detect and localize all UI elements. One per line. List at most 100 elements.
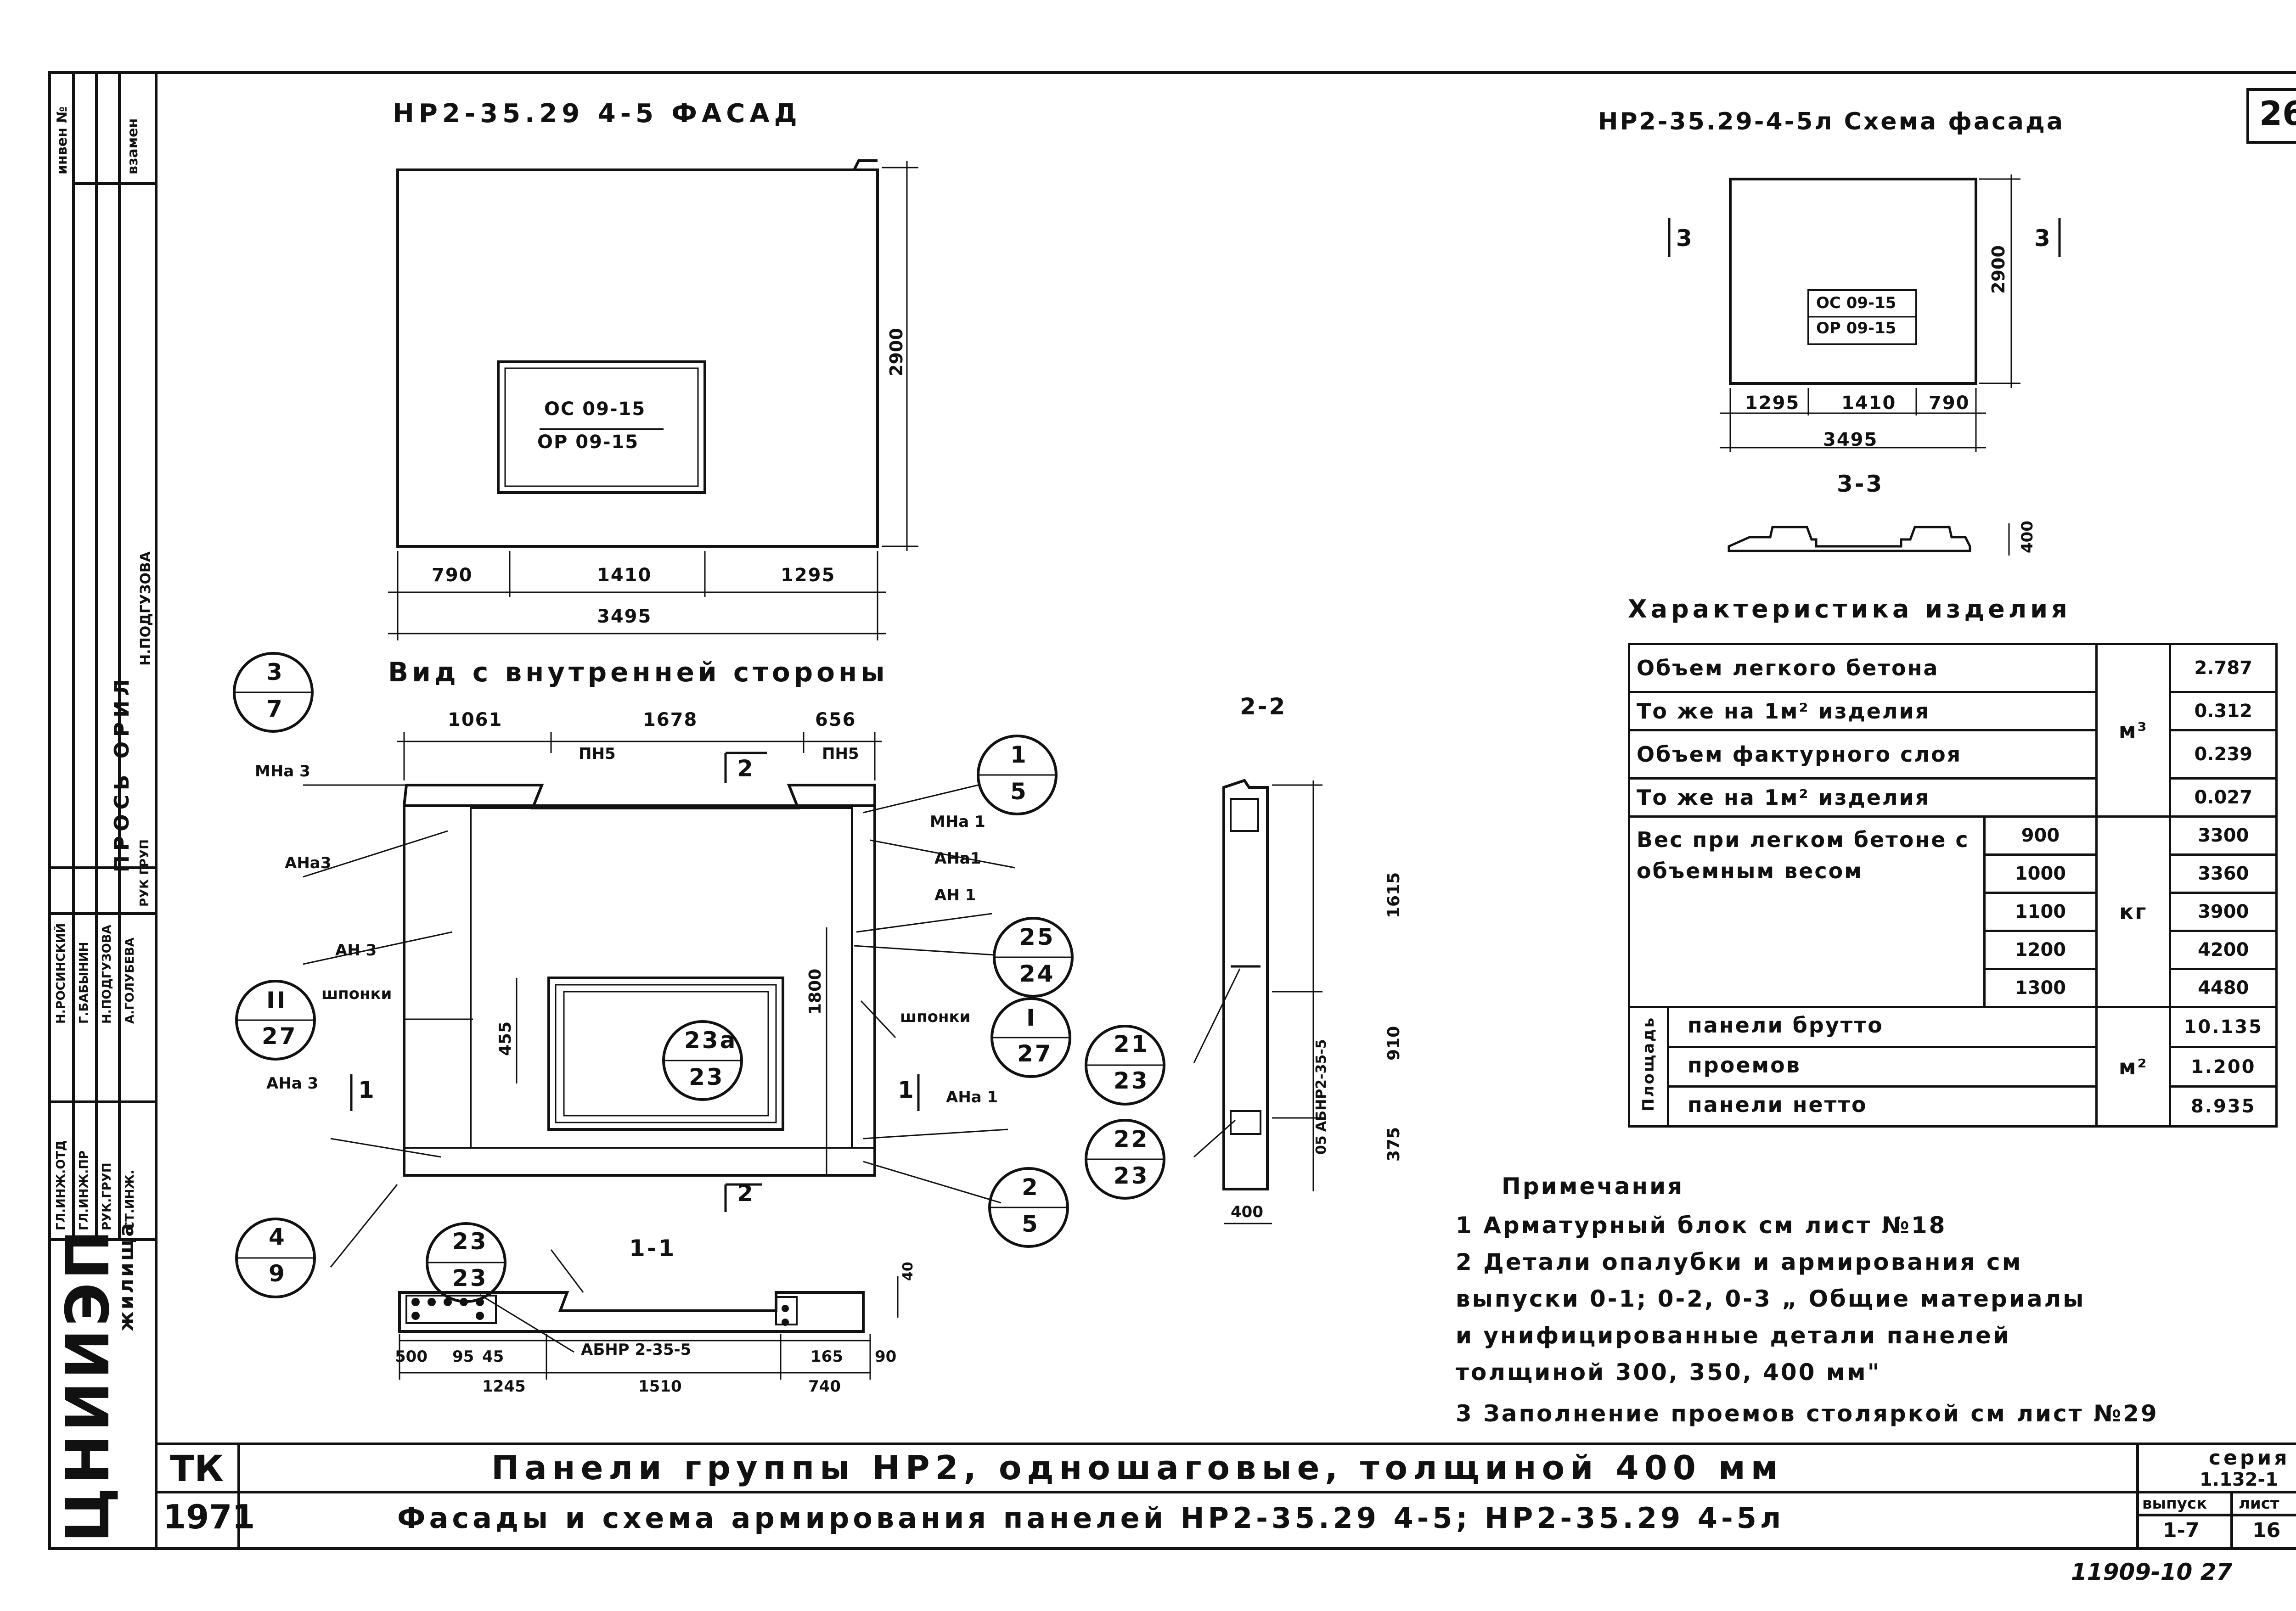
section-2-2-h1: 1615 xyxy=(1384,872,1403,918)
strip-vzamen: взамен xyxy=(125,118,141,174)
callout-25-24-bottom: 24 xyxy=(1019,960,1055,987)
char-area-value: 10.135 xyxy=(2171,1008,2275,1048)
section-2-2-callout-22-bottom: 23 xyxy=(1114,1162,1149,1189)
note-line: толщиной 300, 350, 400 мм" xyxy=(1456,1359,1881,1386)
note-line: 3 Заполнение проемов столяркой см лист №… xyxy=(1456,1400,2159,1427)
callout-II-27-top: II xyxy=(266,987,287,1014)
inner-dim-2: 1678 xyxy=(643,709,698,730)
title-year: 1971 xyxy=(163,1498,255,1536)
section-1-1-title: 1-1 xyxy=(629,1235,676,1262)
sheet-number: 26 xyxy=(2259,94,2296,133)
scheme-dim-1: 1295 xyxy=(1745,393,1800,414)
char-weight: 4200 xyxy=(2169,930,2278,970)
scheme-dim-3: 790 xyxy=(1929,393,1970,414)
section-2-2-h4: 05 xyxy=(1313,1135,1329,1155)
callout-4-9-top: 4 xyxy=(269,1224,287,1250)
sheet-label: лист xyxy=(2239,1494,2279,1513)
char-weight: 4480 xyxy=(2169,968,2278,1008)
inner-cut-2-top: 2 xyxy=(737,755,755,782)
strip-inv: инвен № xyxy=(54,106,70,174)
section-1-1-callout-bottom: 23 xyxy=(452,1265,488,1291)
label-mna1: МНа 1 xyxy=(930,813,985,831)
strip-role: ГЛ.ИНЖ.ОТД xyxy=(54,1140,68,1230)
scheme-cut-left: 3 xyxy=(1676,225,1694,252)
char-row-label: Объем фактурного слоя xyxy=(1628,729,2098,780)
char-row-value: 0.312 xyxy=(2169,691,2278,731)
label-shponki-left: шпонки xyxy=(321,985,392,1003)
section-1-1-dots xyxy=(411,1298,789,1326)
title-line-2: Фасады и схема армирования панелей НР2-3… xyxy=(397,1501,1785,1535)
scheme-height: 2900 xyxy=(1988,245,2009,294)
section-2-2 xyxy=(1085,779,1322,1224)
org-tail: жилища xyxy=(115,1221,138,1331)
sheet-value: 16 xyxy=(2252,1519,2281,1542)
char-weight: 3360 xyxy=(2169,853,2278,894)
strip-name: А.ГОЛУБЕВА xyxy=(123,937,137,1024)
section-1-1-height: 40 xyxy=(900,1262,916,1281)
char-area-unit: м² xyxy=(2095,1006,2172,1128)
strip-name: Н.РОСИНСКИЙ xyxy=(54,923,68,1024)
char-density: 1200 xyxy=(1983,930,2098,970)
title-line-1: Панели группы НР2, одношаговые, толщиной… xyxy=(491,1448,1784,1487)
inner-pn-left: ПН5 xyxy=(579,745,616,763)
section-2-2-callout-21-bottom: 23 xyxy=(1114,1067,1149,1094)
label-ana3: АНа3 xyxy=(285,854,332,872)
notes-title: Примечания xyxy=(1502,1173,1684,1200)
sheet-number-box xyxy=(2246,88,2296,144)
section-2-2-callout-22-top: 22 xyxy=(1114,1126,1149,1152)
facade-dim-2: 1410 xyxy=(597,565,652,586)
inner-h1: 455 xyxy=(496,1021,515,1056)
inner-cut-2-bottom: 2 xyxy=(737,1180,755,1207)
strip-ruk-grup: РУК ГРУП xyxy=(138,839,152,907)
facade-total: 3495 xyxy=(597,606,652,627)
inner-dim-1: 1061 xyxy=(448,709,503,730)
section-1-1-dim-1510: 1510 xyxy=(638,1377,682,1396)
facade-title: НР2-35.29 4-5 ФАСАД xyxy=(393,99,802,129)
callout-4-9-bottom: 9 xyxy=(269,1260,287,1287)
inner-pn-right: ПН5 xyxy=(822,745,859,763)
scheme-total: 3495 xyxy=(1823,429,1878,450)
char-row-value: 2.787 xyxy=(2169,643,2278,693)
scheme-dim-2: 1410 xyxy=(1841,393,1896,414)
label-ana3-bottom: АНа 3 xyxy=(266,1074,319,1093)
char-density: 900 xyxy=(1983,815,2098,856)
strip-prosch: ПРОСЬ ОРИЛ xyxy=(110,674,134,872)
facade-height: 2900 xyxy=(886,328,906,376)
title-tk: ТК xyxy=(170,1448,224,1490)
issue-value: 1-7 xyxy=(2163,1519,2200,1542)
callout-1-5-top: 1 xyxy=(1010,741,1028,768)
callout-23a-23-top: 23а xyxy=(684,1027,737,1054)
series-value: 1.132-1 xyxy=(2200,1469,2278,1490)
label-ana1: АНа1 xyxy=(934,849,981,868)
char-density: 1300 xyxy=(1983,968,2098,1008)
callout-3-7-bottom: 7 xyxy=(266,696,284,722)
char-row-value: 0.239 xyxy=(2169,729,2278,780)
strip-role: ГЛ.ИНЖ.ПР xyxy=(77,1150,91,1230)
section-1-1-dim-740: 740 xyxy=(808,1377,841,1396)
strip-role: РУК.ГРУП xyxy=(100,1162,114,1230)
inner-dim-3: 656 xyxy=(815,709,856,730)
note-line: 1 Арматурный блок см лист №18 xyxy=(1456,1212,1947,1239)
char-area-row: панели нетто xyxy=(1688,1092,1868,1117)
scheme-title: НР2-35.29-4-5л Схема фасада xyxy=(1598,108,2065,135)
char-row-label: То же на 1м² изделия xyxy=(1628,777,2098,818)
char-area-label: Площадь xyxy=(1639,1016,1658,1111)
facade-dim-1: 790 xyxy=(432,565,473,586)
issue-label: выпуск xyxy=(2142,1494,2207,1513)
facade-window-bottom: ОР 09-15 xyxy=(537,432,639,453)
series-label: серия xyxy=(2209,1446,2290,1470)
char-row-value: 0.027 xyxy=(2169,777,2278,818)
section-1-1-dim-90: 90 xyxy=(875,1347,897,1366)
callout-I-27-bottom: 27 xyxy=(1017,1040,1053,1067)
scheme-panel xyxy=(1668,174,2061,556)
char-weight: 3300 xyxy=(2169,815,2278,856)
strip-podguz: Н.ПОДГУЗОВА xyxy=(138,551,154,666)
label-ana1-bottom: АНа 1 xyxy=(946,1088,998,1106)
scheme-cut-right: 3 xyxy=(2034,225,2052,252)
scheme-section-height: 400 xyxy=(2018,521,2037,553)
section-1-1-block: АБНР 2-35-5 xyxy=(581,1341,692,1359)
callout-2-5-bottom: 5 xyxy=(1022,1211,1040,1237)
char-row-label: Объем легкого бетона xyxy=(1628,643,2098,693)
section-2-2-block: АБНР2-35-5 xyxy=(1313,1039,1329,1132)
